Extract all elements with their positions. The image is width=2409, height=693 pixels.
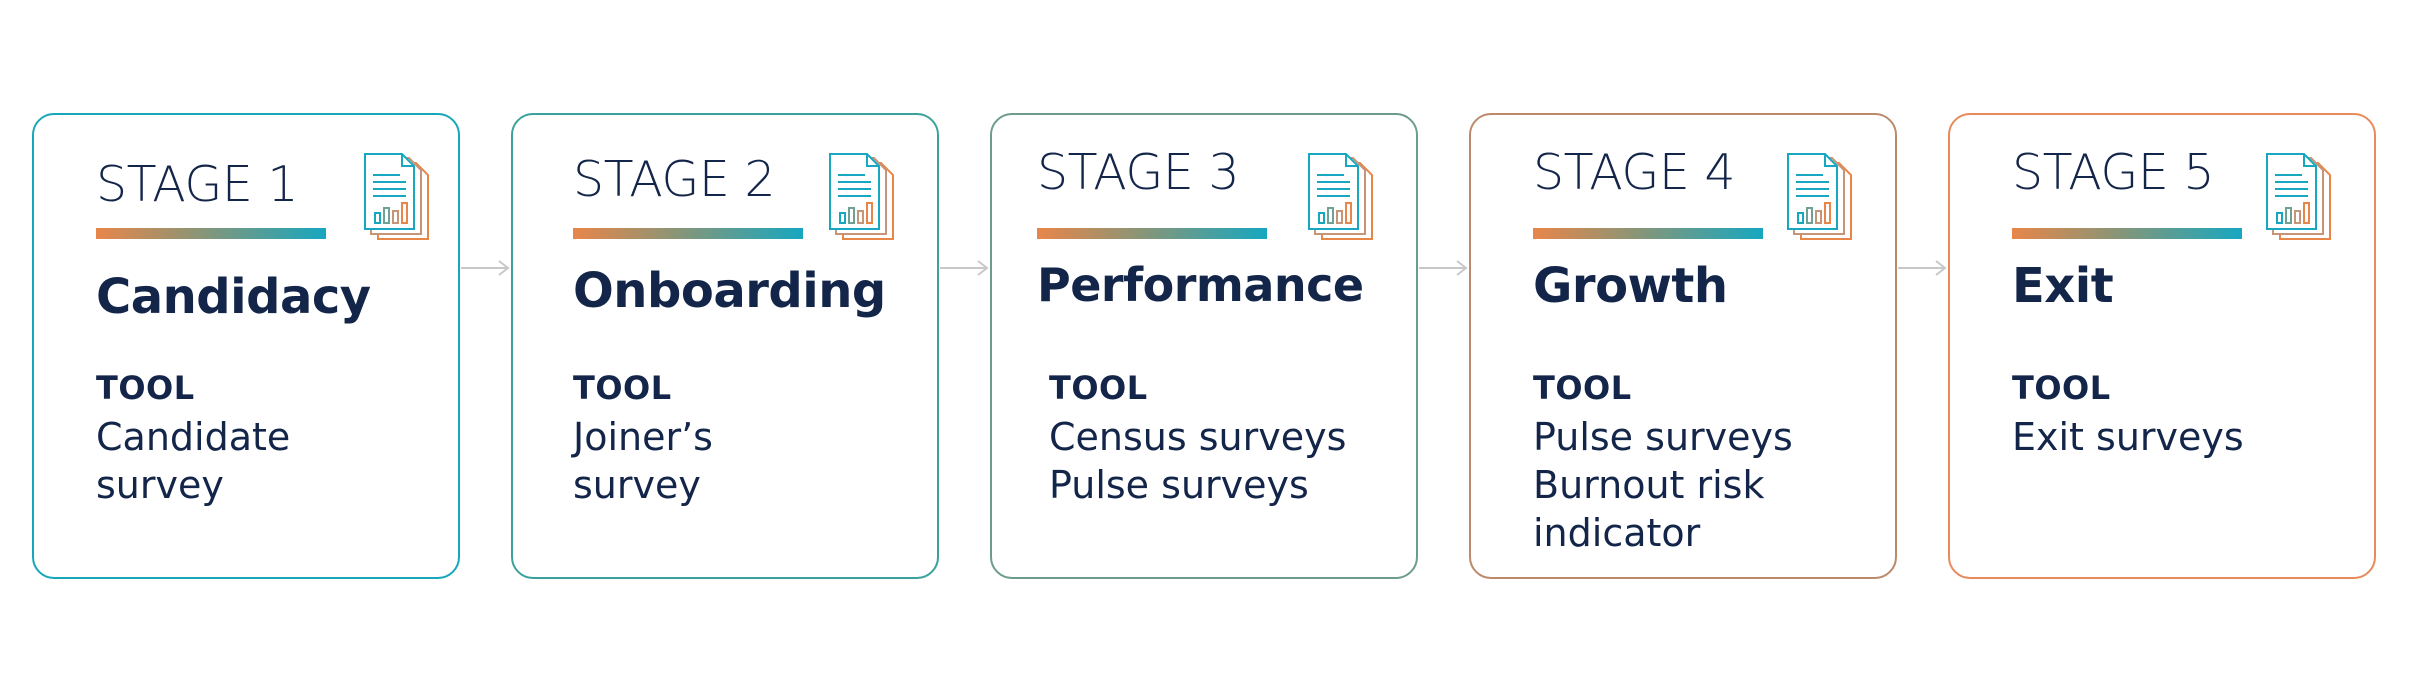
arrow-right-icon (940, 260, 989, 276)
stage-title: Onboarding (573, 263, 886, 319)
tool-item: Exit surveys (2012, 415, 2244, 459)
tool-item: survey (573, 463, 701, 507)
tool-list: Exit surveys (2012, 413, 2244, 461)
document-chart-icon (364, 153, 429, 240)
tool-heading: TOOL (2012, 369, 2111, 407)
tool-item: Census surveys (1049, 415, 1347, 459)
stage-gradient-bar (1533, 228, 1763, 239)
tool-item: Burnout risk (1533, 463, 1765, 507)
stage-title: Growth (1533, 258, 1728, 314)
tool-heading: TOOL (96, 369, 195, 407)
document-chart-icon (1308, 153, 1373, 240)
tool-list: Pulse surveys Burnout risk indicator (1533, 413, 1793, 557)
arrow-right-icon (461, 260, 510, 276)
tool-item: Pulse surveys (1049, 463, 1309, 507)
stage-label: STAGE 1 (96, 156, 299, 213)
tool-item: Joiner’s (573, 415, 713, 459)
tool-list: Candidate survey (96, 413, 290, 509)
tool-item: survey (96, 463, 224, 507)
stage-gradient-bar (2012, 228, 2242, 239)
tool-heading: TOOL (1049, 369, 1148, 407)
arrow-right-icon (1898, 260, 1947, 276)
stage-card-4: STAGE 4 Growth TOOL Pulse surveys Burnou… (1469, 113, 1897, 579)
arrow-right-icon (1419, 260, 1468, 276)
tool-list: Joiner’s survey (573, 413, 713, 509)
stage-title: Candidacy (96, 269, 371, 325)
document-chart-icon (829, 153, 894, 240)
stage-card-5: STAGE 5 Exit TOOL Exit surveys (1948, 113, 2376, 579)
stage-title: Performance (1037, 258, 1364, 312)
stage-label: STAGE 4 (1533, 144, 1736, 201)
document-chart-icon (2266, 153, 2331, 240)
tool-item: Pulse surveys (1533, 415, 1793, 459)
document-chart-icon (1787, 153, 1852, 240)
stage-gradient-bar (96, 228, 326, 239)
tool-item: indicator (1533, 511, 1701, 555)
tool-heading: TOOL (573, 369, 672, 407)
tool-item: Candidate (96, 415, 291, 459)
tool-heading: TOOL (1533, 369, 1632, 407)
stage-card-1: STAGE 1 Candidacy TOOL Candidate survey (32, 113, 460, 579)
stage-gradient-bar (1037, 228, 1267, 239)
tool-list: Census surveys Pulse surveys (1049, 413, 1346, 509)
stage-label: STAGE 3 (1037, 144, 1240, 201)
stage-label: STAGE 5 (2012, 144, 2215, 201)
stage-label: STAGE 2 (573, 151, 776, 208)
stage-gradient-bar (573, 228, 803, 239)
stage-card-3: STAGE 3 Performance TOOL Census surveys … (990, 113, 1418, 579)
stage-card-2: STAGE 2 Onboarding TOOL Joiner’s survey (511, 113, 939, 579)
stage-title: Exit (2012, 258, 2114, 314)
